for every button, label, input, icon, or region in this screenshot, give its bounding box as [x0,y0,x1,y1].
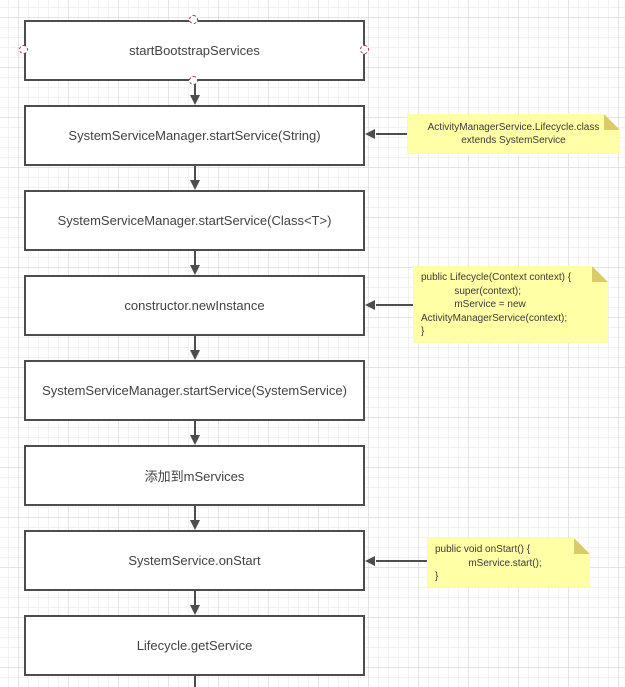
arrowhead-down-icon [190,265,200,275]
connector-3-4-line[interactable] [194,251,196,266]
note-fold-corner-icon [574,538,590,554]
flow-node-systemservice-onstart[interactable]: SystemService.onStart [24,530,365,591]
note-text: public Lifecycle(Context context) { supe… [421,272,572,337]
connector-6-7-line[interactable] [194,506,196,521]
note-fold-corner-icon [604,114,620,130]
selection-handle-right[interactable] [360,45,369,54]
connector-5-6-line[interactable] [194,421,196,436]
arrowhead-left-icon [365,300,375,310]
note-text: public void onStart() { mService.start()… [435,544,542,582]
note-onstart-code[interactable]: public void onStart() { mService.start()… [427,538,590,587]
arrowhead-down-icon [190,350,200,360]
arrowhead-down-icon [190,520,200,530]
flow-node-lifecycle-getservice[interactable]: Lifecycle.getService [24,615,365,676]
note-connector-2-line[interactable] [376,304,413,306]
arrowhead-down-icon [190,605,200,615]
note-lifecycle-class[interactable]: ActivityManagerService.Lifecycle.class e… [407,114,620,154]
arrowhead-down-icon [190,180,200,190]
node-label: constructor.newInstance [124,298,265,313]
flow-node-constructor-new-instance[interactable]: constructor.newInstance [24,275,365,336]
arrowhead-down-icon [190,95,200,105]
node-label: startBootstrapServices [129,43,260,58]
flow-node-start-service-string[interactable]: SystemServiceManager.startService(String… [24,105,365,166]
selection-handle-left[interactable] [19,45,28,54]
flow-node-start-service-systemservice[interactable]: SystemServiceManager.startService(System… [24,360,365,421]
connector-7-8-line[interactable] [194,591,196,606]
connector-4-5-line[interactable] [194,336,196,351]
note-fold-corner-icon [592,266,608,282]
flow-node-start-bootstrap-services[interactable]: startBootstrapServices [24,20,365,81]
arrowhead-left-icon [365,129,375,139]
node-label: Lifecycle.getService [136,638,253,653]
note-connector-1-line[interactable] [376,133,407,135]
node-label: 添加到mServices [144,469,245,484]
note-text: ActivityManagerService.Lifecycle.class e… [427,121,600,146]
arrowhead-left-icon [365,556,375,566]
connector-8-next-line[interactable] [194,676,196,687]
selection-handle-top[interactable] [189,15,198,24]
node-label: SystemService.onStart [128,553,261,568]
connector-2-3-line[interactable] [194,166,196,181]
flow-node-start-service-class[interactable]: SystemServiceManager.startService(Class<… [24,190,365,251]
node-label: SystemServiceManager.startService(Class<… [57,213,332,228]
node-label: SystemServiceManager.startService(System… [42,383,347,398]
connector-1-2-line[interactable] [194,81,196,96]
node-label: SystemServiceManager.startService(String… [68,128,321,143]
note-lifecycle-constructor-code[interactable]: public Lifecycle(Context context) { supe… [413,266,608,343]
flow-node-add-to-mservices[interactable]: 添加到mServices [24,445,365,506]
arrowhead-down-icon [190,435,200,445]
note-connector-3-line[interactable] [376,560,427,562]
selection-handle-bottom[interactable] [189,76,198,85]
